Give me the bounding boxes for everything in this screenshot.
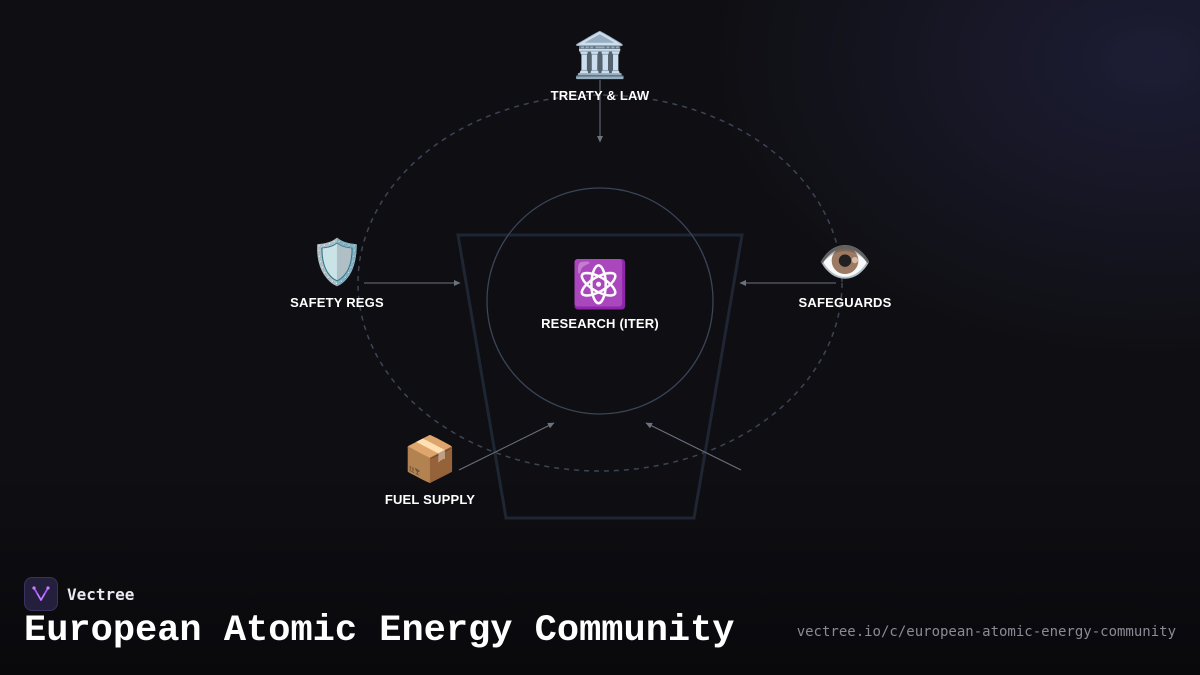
trapezoid-frame <box>456 233 744 520</box>
package-icon: 📦 <box>402 435 458 484</box>
page-url[interactable]: vectree.io/c/european-atomic-energy-comm… <box>796 624 1176 640</box>
fuel-arrow <box>458 422 555 471</box>
dashed-orbit <box>357 94 843 472</box>
safeguards-node: 👁️ SAFEGUARDS <box>798 238 892 311</box>
center-node: ⚛️ RESEARCH (ITER) <box>541 260 659 331</box>
eye-icon: 👁️ <box>817 238 873 287</box>
fuel-label: FUEL SUPPLY <box>384 492 476 507</box>
fuel-node: 📦 FUEL SUPPLY <box>384 435 476 508</box>
brand-name: Vectree <box>67 584 135 604</box>
shield-icon: 🛡️ <box>309 238 365 287</box>
center-label: RESEARCH (ITER) <box>541 316 659 331</box>
vectree-logo-icon <box>24 577 58 611</box>
treaty-node: 🏛️ TREATY & LAW <box>550 31 650 104</box>
brand: Vectree <box>24 577 134 611</box>
atom-icon: ⚛️ <box>571 258 629 310</box>
treaty-label: TREATY & LAW <box>550 88 650 103</box>
right-lower-arrow <box>645 422 742 471</box>
center-circle <box>486 187 714 415</box>
classical-building-icon: 🏛️ <box>572 31 628 80</box>
safety-node: 🛡️ SAFETY REGS <box>290 238 384 311</box>
safety-label: SAFETY REGS <box>290 295 384 310</box>
safeguards-label: SAFEGUARDS <box>798 295 892 310</box>
page-title: European Atomic Energy Community <box>24 610 735 652</box>
